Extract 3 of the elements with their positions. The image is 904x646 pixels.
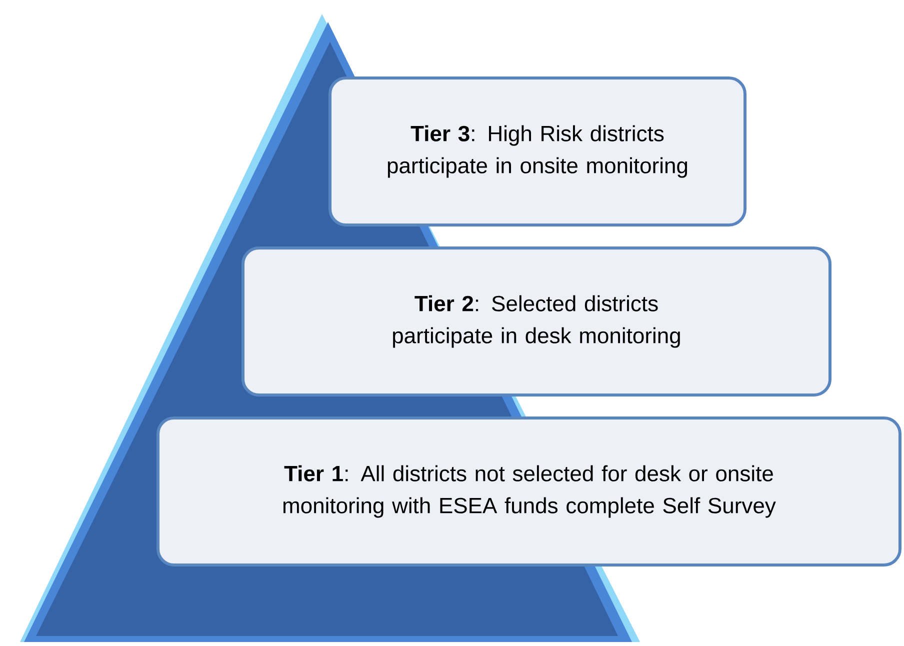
tier-box: Tier 2: Selected districts participate in desk monitoring xyxy=(242,246,832,396)
tier-box: Tier 1: All districts not selected for desk or onsite monitoring with ESEA funds complete Self Survey xyxy=(156,416,902,566)
tier-box: Tier 3: High Risk districts participate in onsite monitoring xyxy=(328,76,746,226)
